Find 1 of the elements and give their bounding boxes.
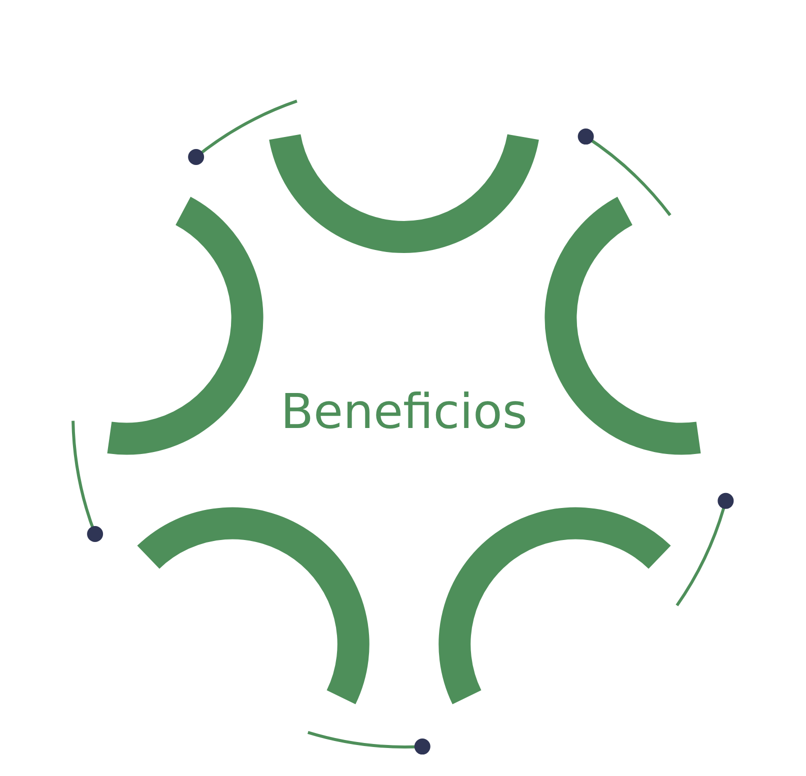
title: Beneficios bbox=[280, 383, 528, 442]
